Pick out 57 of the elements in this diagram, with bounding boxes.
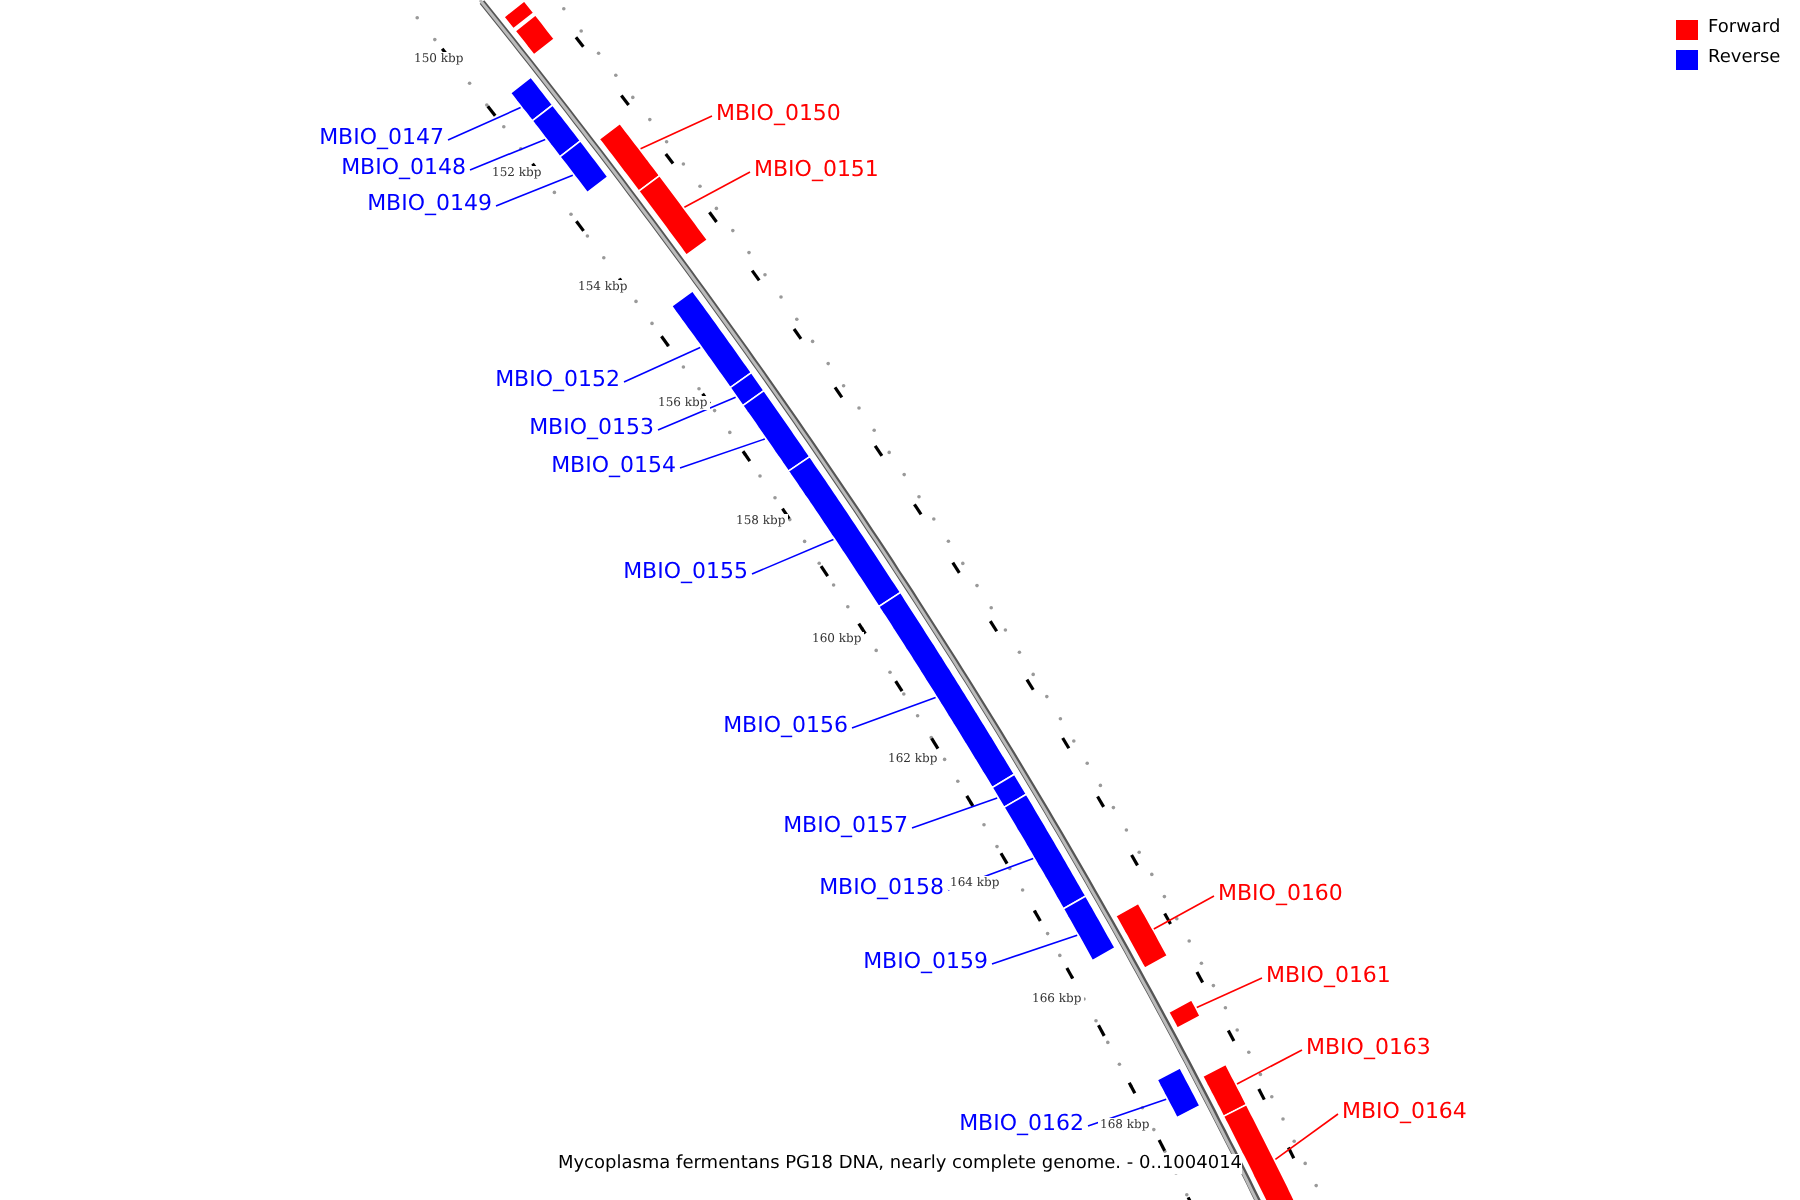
leader-line — [991, 934, 1078, 965]
gene-bar — [509, 75, 554, 122]
leader-line — [1196, 977, 1263, 1009]
leader-line — [851, 696, 937, 729]
gene-label: MBIO_0156 — [723, 712, 848, 738]
gene-bar — [1156, 1066, 1202, 1119]
gene-label: MBIO_0154 — [551, 452, 676, 478]
gene-label: MBIO_0147 — [319, 124, 444, 150]
legend-label: Forward — [1708, 18, 1781, 40]
gene-bar — [991, 773, 1028, 809]
gene-label: MBIO_0148 — [341, 154, 466, 180]
gene-bar — [1201, 1063, 1248, 1118]
leader-line — [657, 396, 737, 431]
gene-label: MBIO_0158 — [819, 874, 944, 900]
gene-bar — [670, 289, 753, 389]
gene-label: MBIO_0159 — [863, 948, 988, 974]
gene-bar — [1002, 793, 1087, 910]
gene-label: MBIO_0160 — [1218, 880, 1343, 906]
gene-label: MBIO_0150 — [716, 100, 841, 126]
gene-label: MBIO_0164 — [1342, 1098, 1467, 1124]
gene-label: MBIO_0153 — [529, 414, 654, 440]
leader-line — [683, 171, 751, 208]
gene-bar — [513, 14, 556, 56]
leader-line — [495, 174, 574, 207]
gene-bar — [559, 139, 609, 194]
gene-label: MBIO_0151 — [754, 156, 879, 182]
gene-bar — [502, 0, 535, 30]
leader-line — [751, 538, 835, 575]
leader-line — [639, 115, 713, 150]
gene-bar — [729, 371, 766, 407]
leader-line — [911, 797, 998, 829]
leader-line — [1274, 1113, 1339, 1161]
gene-label: MBIO_0157 — [783, 812, 908, 838]
gene-bar — [877, 591, 1016, 789]
gene-bar — [787, 455, 902, 608]
leader-line — [447, 106, 522, 141]
gene-bar — [1167, 999, 1202, 1029]
gene-label: MBIO_0162 — [959, 1110, 1084, 1136]
gene-bar — [598, 122, 661, 192]
caption: Mycoplasma fermentans PG18 DNA, nearly complete genome. - 0..1004014 — [557, 1154, 1243, 1174]
leader-line — [1236, 1049, 1303, 1085]
leader-line — [1153, 895, 1215, 930]
gene-bar — [741, 389, 811, 473]
gene-bar — [1062, 894, 1116, 962]
gene-label: MBIO_0155 — [623, 558, 748, 584]
leader-line — [469, 138, 546, 171]
legend-label: Reverse — [1708, 48, 1781, 70]
leader-line — [623, 346, 701, 383]
gene-bar — [531, 103, 582, 158]
leader-line — [679, 438, 766, 469]
gene-label: MBIO_0163 — [1306, 1034, 1431, 1060]
gene-label: MBIO_0152 — [495, 366, 620, 392]
gene-bar — [1114, 902, 1169, 969]
leader-line — [1087, 1098, 1167, 1127]
gene-label: MBIO_0161 — [1266, 962, 1391, 988]
gene-bar — [637, 174, 709, 256]
gene-label: MBIO_0149 — [367, 190, 492, 216]
